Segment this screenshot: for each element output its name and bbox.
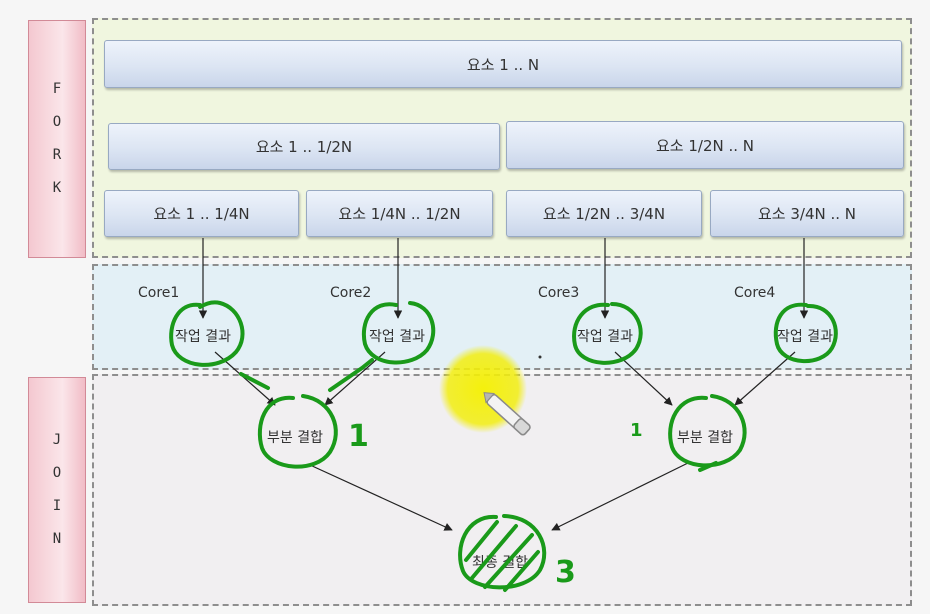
bar-first-half: 요소 1 .. 1/2N [108, 123, 500, 170]
circle-partial-left [257, 394, 338, 469]
join-letter: J [52, 432, 62, 448]
stray-dot [538, 355, 542, 359]
annotation-number-1b: 1 [630, 420, 643, 441]
core2-label: Core2 [330, 285, 372, 301]
core4-result: 작업 결과 [777, 329, 833, 345]
bar-second-half: 요소 1/2N .. N [506, 121, 904, 169]
fork-letter: F [52, 81, 62, 97]
bar-quarter-3: 요소 1/2N .. 3/4N [506, 190, 702, 237]
partial-result-right: 부분 결합 [677, 430, 733, 446]
circle-core4-result [773, 302, 838, 363]
fork-letter: K [52, 180, 62, 196]
pen-cursor-icon [483, 392, 531, 436]
core3-result: 작업 결과 [577, 329, 633, 345]
core1-label: Core1 [138, 285, 180, 301]
core3-label: Core3 [538, 285, 580, 301]
join-letter: O [52, 465, 62, 481]
annotation-number-3: 3 [555, 555, 576, 590]
bar-all-elements: 요소 1 .. N [104, 40, 902, 88]
arrow-core2-partial [324, 351, 386, 406]
core2-result: 작업 결과 [369, 329, 425, 345]
circle-final [458, 514, 547, 590]
bar-quarter-2: 요소 1/4N .. 1/2N [306, 190, 493, 237]
circle-core3-result [572, 302, 643, 365]
join-letter: N [52, 531, 62, 547]
arrow-core3-partial [614, 351, 673, 406]
fork-letter: R [52, 147, 62, 163]
underline-mark [328, 358, 374, 392]
join-label: J O I N [28, 377, 86, 603]
fork-letter: O [52, 114, 62, 130]
arrow-partial-right-final [551, 461, 691, 531]
hatch-mark [483, 533, 534, 589]
core4-label: Core4 [734, 285, 776, 301]
circle-partial-right [668, 394, 747, 468]
join-letter: I [52, 498, 62, 514]
bar-quarter-4: 요소 3/4N .. N [710, 190, 904, 237]
annotation-number-1: 1 [348, 419, 369, 454]
hatch-mark [470, 524, 518, 580]
hatch-mark [464, 520, 499, 562]
underline-mark [239, 372, 270, 390]
hatch-mark [503, 550, 540, 592]
circle-core2-result [361, 301, 436, 365]
arrow-core4-partial [734, 351, 796, 406]
fork-label: F O R K [28, 20, 86, 258]
core1-result: 작업 결과 [175, 329, 231, 345]
arrow-partial-left-final [309, 464, 453, 531]
underline-mark [698, 461, 718, 472]
circle-core1-result [169, 300, 245, 367]
partial-result-left: 부분 결합 [267, 430, 323, 446]
bar-quarter-1: 요소 1 .. 1/4N [104, 190, 299, 237]
